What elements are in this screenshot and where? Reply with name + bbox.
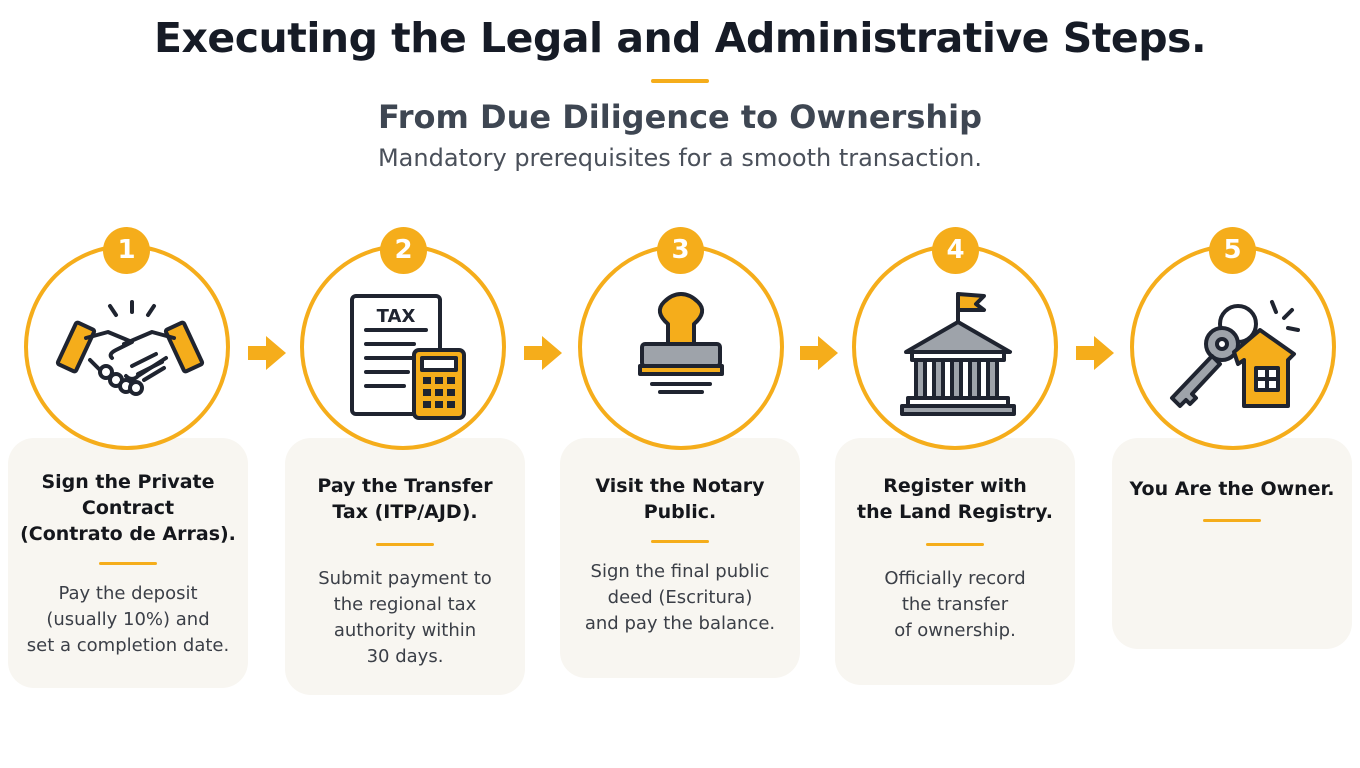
step-title-line: Sign the Private xyxy=(41,471,215,493)
step-desc-2: Submit payment to the regional tax autho… xyxy=(285,566,525,670)
step-card-2 xyxy=(285,438,525,695)
step-badge-5: 5 xyxy=(1209,227,1256,274)
step-circle-5 xyxy=(1130,244,1336,450)
step-circle-1 xyxy=(24,244,230,450)
step-circle-2: TAX xyxy=(300,244,506,450)
step-desc-line: deed (Escritura) xyxy=(607,587,753,608)
step-desc-line: set a completion date. xyxy=(26,635,230,656)
step-title-line: (Contrato de Arras). xyxy=(20,523,236,545)
tax-document-calculator-icon: TAX xyxy=(350,294,466,420)
step-desc-line: and pay the balance. xyxy=(584,613,776,634)
step-badge-3: 3 xyxy=(657,227,704,274)
step-desc-line: of ownership. xyxy=(894,620,1016,641)
tax-label: TAX xyxy=(377,306,416,327)
arrow-right-icon xyxy=(248,336,286,370)
step-title-1: Sign the Private Contract (Contrato de A… xyxy=(8,469,248,547)
step-card-4 xyxy=(835,438,1075,685)
government-building-icon xyxy=(900,292,1016,416)
step-title-line: Contract xyxy=(81,497,175,519)
step-desc-line: the transfer xyxy=(901,594,1009,615)
step-title-line: Tax (ITP/AJD). xyxy=(332,501,478,523)
step-title-line: the Land Registry. xyxy=(856,501,1054,523)
step-title-3: Visit the Notary Public. xyxy=(560,473,800,525)
arrow-right-icon xyxy=(800,336,838,370)
page-tagline: Mandatory prerequisites for a smooth tra… xyxy=(377,144,983,172)
step-desc-line: Sign the final public xyxy=(590,561,770,582)
step-title-line: Public. xyxy=(643,501,717,523)
step-rule-3 xyxy=(651,540,709,543)
stamp-icon xyxy=(638,292,724,394)
title-underline xyxy=(651,79,709,83)
step-desc-line: 30 days. xyxy=(366,646,444,667)
step-card-5 xyxy=(1112,438,1352,649)
step-badge-1: 1 xyxy=(103,227,150,274)
step-circle-4 xyxy=(852,244,1058,450)
step-desc-line: Officially record xyxy=(884,568,1026,589)
step-rule-4 xyxy=(926,543,984,546)
step-desc-line: (usually 10%) and xyxy=(46,609,210,630)
step-desc-line: Submit payment to xyxy=(318,568,492,589)
step-rule-2 xyxy=(376,543,434,546)
step-title-line: Pay the Transfer xyxy=(317,475,493,497)
handshake-icon xyxy=(55,300,205,396)
step-title-line: Visit the Notary xyxy=(595,475,765,497)
step-title-5: You Are the Owner. xyxy=(1112,476,1352,502)
page-subtitle: From Due Diligence to Ownership xyxy=(377,98,983,136)
step-desc-line: Pay the deposit xyxy=(58,583,198,604)
step-rule-5 xyxy=(1203,519,1261,522)
step-title-line: Register with xyxy=(883,475,1027,497)
step-desc-line: the regional tax xyxy=(333,594,477,615)
step-desc-3: Sign the final public deed (Escritura) a… xyxy=(560,559,800,637)
page-title: Executing the Legal and Administrative S… xyxy=(153,14,1207,62)
house-key-icon xyxy=(1170,300,1300,408)
step-title-line: You Are the Owner. xyxy=(1129,478,1335,500)
step-badge-4: 4 xyxy=(932,227,979,274)
step-title-2: Pay the Transfer Tax (ITP/AJD). xyxy=(285,473,525,525)
arrow-right-icon xyxy=(524,336,562,370)
step-desc-1: Pay the deposit (usually 10%) and set a … xyxy=(8,581,248,659)
step-desc-4: Officially record the transfer of owners… xyxy=(835,566,1075,644)
step-circle-3 xyxy=(578,244,784,450)
step-desc-line: authority within xyxy=(333,620,477,641)
step-title-4: Register with the Land Registry. xyxy=(835,473,1075,525)
step-rule-1 xyxy=(99,562,157,565)
arrow-right-icon xyxy=(1076,336,1114,370)
step-card-3 xyxy=(560,438,800,678)
step-badge-2: 2 xyxy=(380,227,427,274)
